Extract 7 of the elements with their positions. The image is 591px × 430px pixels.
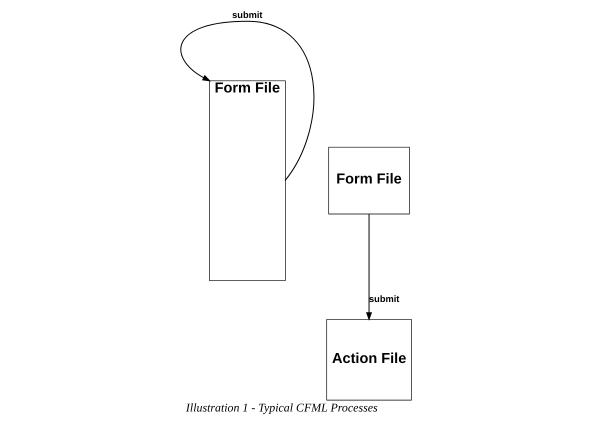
node-box: Form File bbox=[328, 146, 410, 214]
edge-label: submit bbox=[232, 10, 262, 20]
node-box: Form File bbox=[208, 80, 286, 281]
edge-label: submit bbox=[368, 294, 399, 304]
caption: Illustration 1 - Typical CFML Processes bbox=[185, 400, 378, 415]
arrow bbox=[366, 214, 372, 321]
node-box: Action File bbox=[326, 319, 412, 400]
